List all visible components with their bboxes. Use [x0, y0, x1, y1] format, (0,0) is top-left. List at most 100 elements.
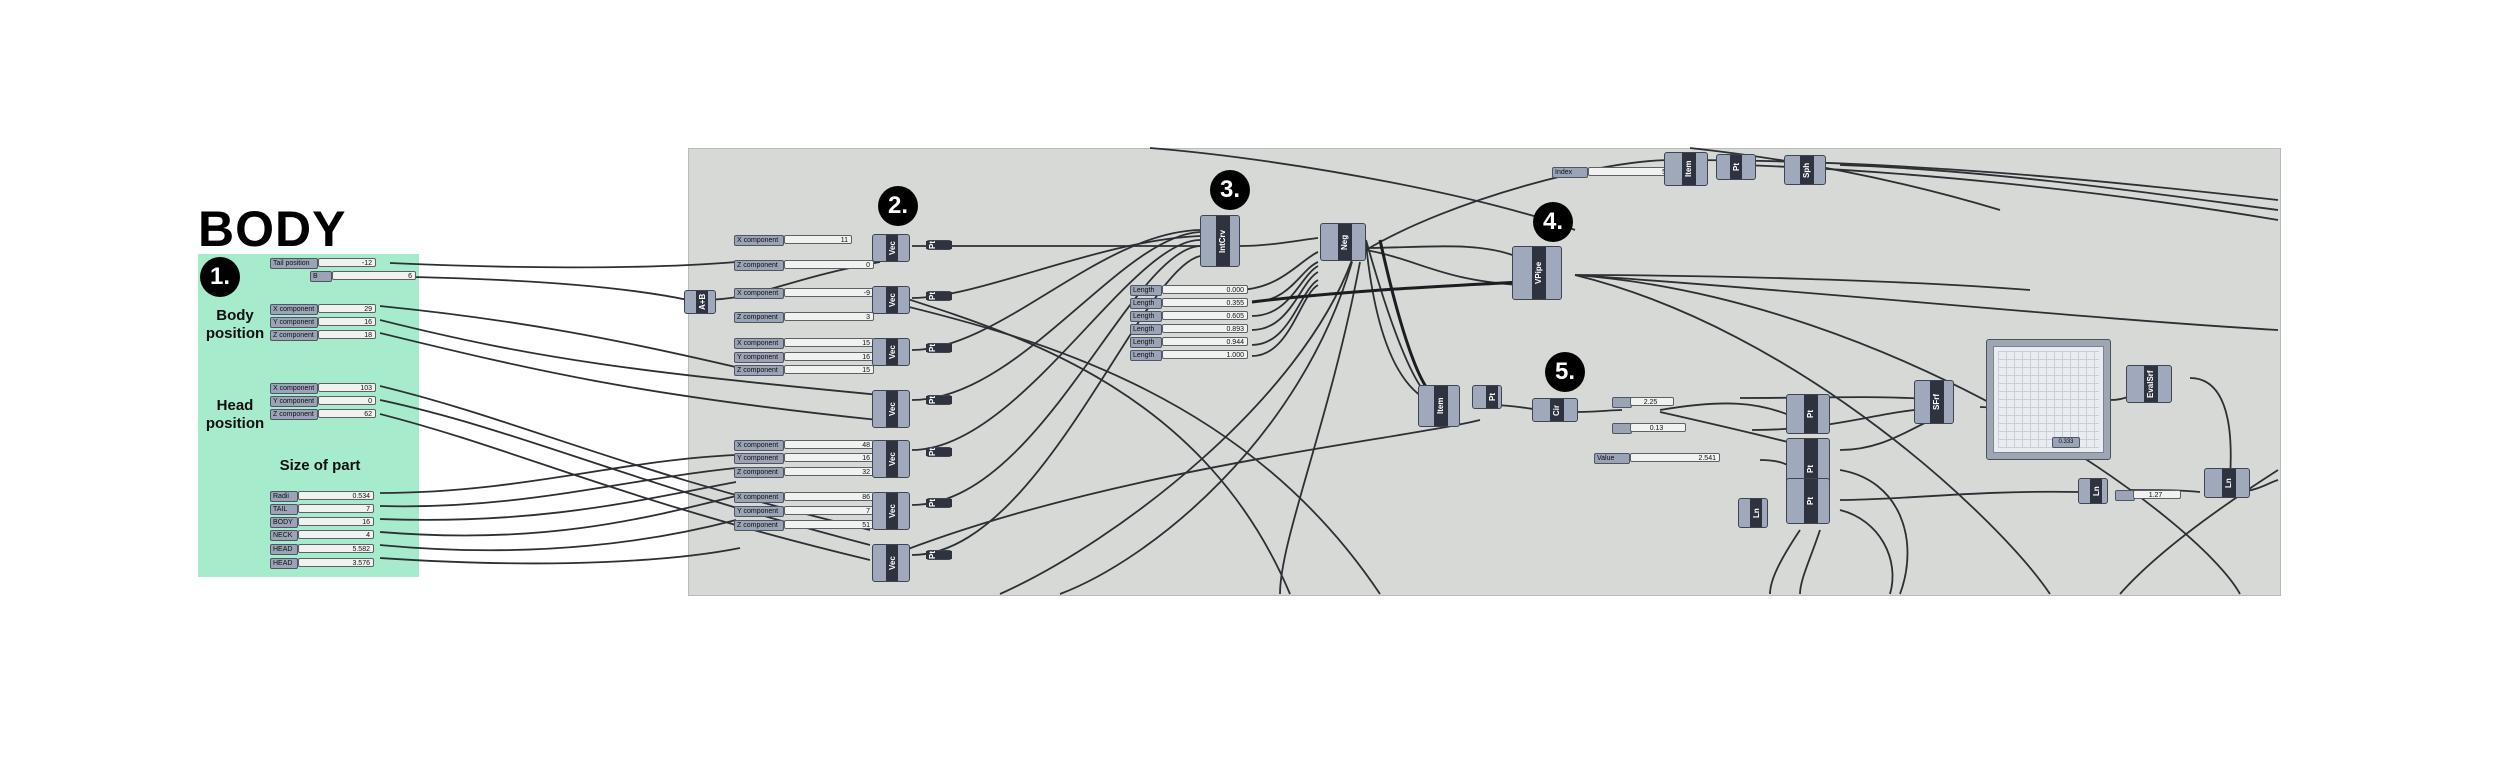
point-param[interactable]: Pt [926, 343, 952, 353]
vector-component[interactable]: Vec [872, 338, 910, 366]
adder-component[interactable]: A+B [684, 290, 716, 314]
point-param[interactable]: Pt [926, 240, 952, 250]
slider-label: Z component [734, 520, 784, 531]
graph-mapper-panel[interactable]: 0.333 [1986, 339, 2111, 460]
wire [379, 547, 741, 565]
sphere-component[interactable]: Sph [1784, 155, 1826, 185]
evaluate-surface-component[interactable]: EvalSrf [2126, 365, 2172, 403]
point-param[interactable]: Pt [926, 291, 952, 301]
wire [1279, 261, 1361, 595]
list-item-component[interactable]: Item [1418, 385, 1460, 427]
index-slider[interactable]: Index5 [1552, 167, 1670, 178]
slider-input[interactable]: Tail position-12 [270, 258, 376, 269]
component-nickname: Vec [886, 235, 898, 261]
point-param[interactable]: Pt [926, 498, 952, 508]
wire [379, 454, 737, 494]
component-nickname: Neg [1338, 224, 1352, 260]
point-param[interactable]: Pt [926, 447, 952, 457]
component-nickname: Vec [886, 287, 898, 313]
component-nickname: Pt [1486, 386, 1498, 408]
point-component[interactable]: Pt [1716, 154, 1756, 180]
step-badge-1: 1. [200, 257, 240, 297]
point-param[interactable]: Pt [926, 550, 952, 560]
number-input-3[interactable]: 1.27 [2115, 490, 2191, 501]
slider-input[interactable]: X component-9 [734, 288, 874, 299]
vector-component[interactable]: Vec [872, 440, 910, 478]
vector-component[interactable]: Vec [872, 286, 910, 314]
component-nickname: Pt [926, 396, 952, 404]
graph-grid [1998, 351, 2099, 448]
section-size-of-part: Size of part [279, 457, 361, 474]
line-component[interactable]: Ln [2204, 468, 2250, 498]
slider-value: 1.000 [1162, 350, 1248, 359]
number-input-2[interactable]: 0.13 [1612, 423, 1694, 434]
step-badge-3: 3. [1210, 170, 1250, 210]
vector-component[interactable]: Vec [872, 234, 910, 262]
point-component[interactable]: Pt [1472, 385, 1502, 409]
pipe-component[interactable]: VPipe [1512, 246, 1562, 300]
step-badge-2: 2. [878, 186, 918, 226]
slider-value: 0.605 [1162, 311, 1248, 320]
slider-value: 0 [784, 260, 874, 269]
slider-label: Length [1130, 285, 1162, 296]
slider-label: Z component [270, 330, 318, 341]
slider-value: 48 [784, 440, 874, 449]
line-component[interactable]: Ln [2078, 478, 2108, 504]
slider-label: Length [1130, 324, 1162, 335]
slider-label: Z component [734, 312, 784, 323]
component-nickname: Pt [926, 551, 952, 559]
surface-component[interactable]: SFrf [1914, 380, 1954, 424]
component-nickname: IntCrv [1216, 216, 1230, 266]
slider-value: 7 [298, 504, 374, 513]
neg-component[interactable]: Neg [1320, 223, 1366, 261]
point-param[interactable]: Pt [926, 395, 952, 405]
divide-component[interactable]: Ln [1738, 498, 1768, 528]
interpolate-curve-component[interactable]: IntCrv [1200, 215, 1240, 267]
number-input-1[interactable]: 2.25 [1612, 397, 1682, 408]
point-component[interactable]: Pt [1786, 394, 1830, 434]
point-component[interactable]: Pt [1786, 478, 1830, 524]
slider-value: 0.355 [1162, 298, 1248, 307]
wire [879, 419, 1481, 561]
circle-component[interactable]: Cir [1532, 398, 1578, 422]
component-nickname: Vec [886, 391, 898, 427]
slider-label: X component [270, 304, 318, 315]
vector-component[interactable]: Vec [872, 390, 910, 428]
slider-label: Z component [270, 409, 318, 420]
vector-component[interactable]: Vec [872, 544, 910, 582]
vector-component[interactable]: Vec [872, 492, 910, 530]
list-item-component[interactable]: Item [1664, 152, 1708, 186]
